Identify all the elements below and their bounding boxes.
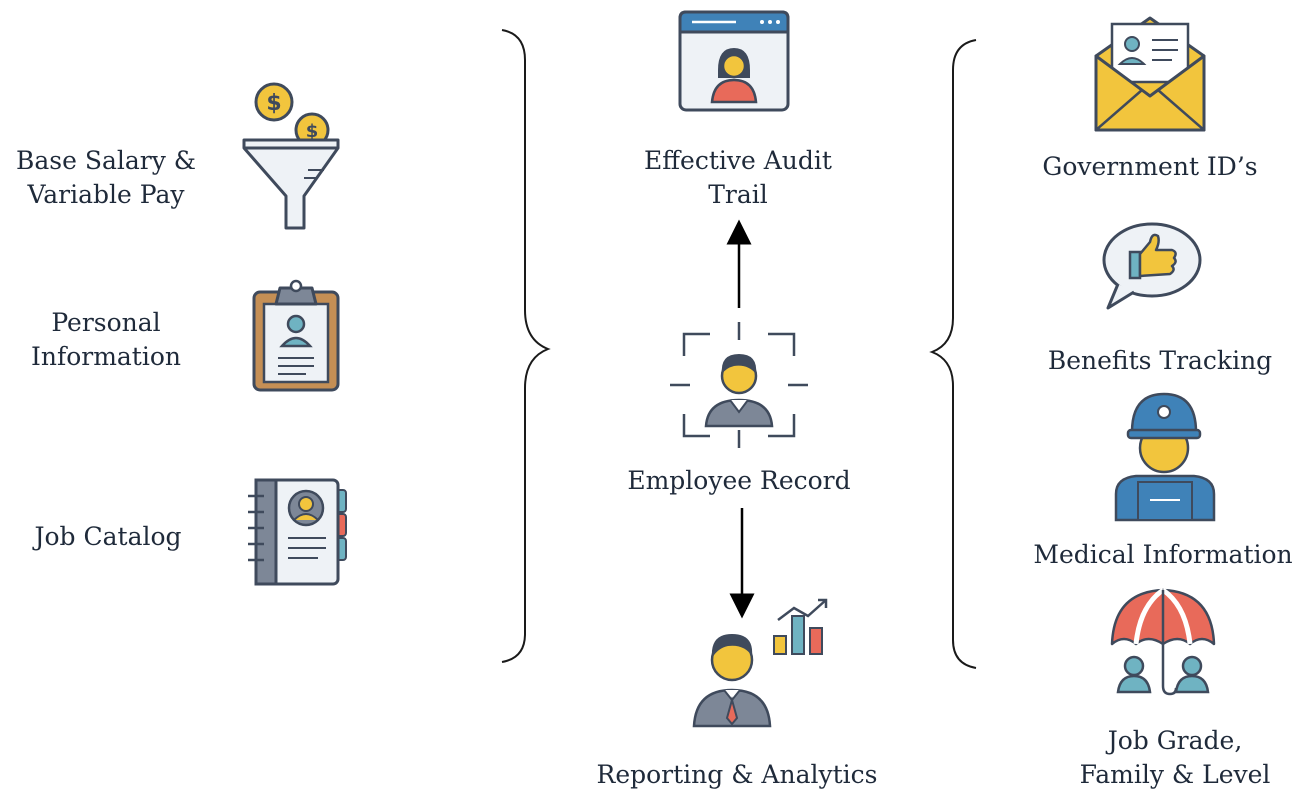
label-medical-information: Medical Information [1033,540,1293,569]
label-job-grade: Job Grade, Family & Level [1079,726,1271,789]
clipboard-profile-icon [252,279,340,392]
label-job-catalog: Job Catalog [34,522,182,551]
right-brace [929,39,977,669]
label-benefits-tracking: Benefits Tracking [1047,346,1273,375]
umbrella-people-icon [1110,587,1216,696]
manager-growth-chart-icon [692,598,828,728]
label-reporting-analytics: Reporting & Analytics [596,760,878,789]
thumbs-up-speech-icon [1102,222,1202,310]
label-employee-record: Employee Record [627,466,851,495]
coin-funnel-icon: $ $ [242,82,340,230]
envelope-id-card-icon [1094,16,1206,132]
employee-focus-icon [670,322,808,448]
label-personal-information: Personal Information [30,308,182,371]
label-effective-audit-trail: Effective Audit Trail [644,146,832,209]
address-book-icon [248,478,347,586]
label-government-ids: Government ID’s [1042,152,1258,181]
worker-helmet-icon [1114,392,1216,522]
browser-profile-icon [678,10,790,112]
left-brace [501,29,551,663]
svg-text:$: $ [306,121,319,142]
svg-text:$: $ [266,91,281,116]
label-base-salary: Base Salary & Variable Pay [15,146,197,209]
